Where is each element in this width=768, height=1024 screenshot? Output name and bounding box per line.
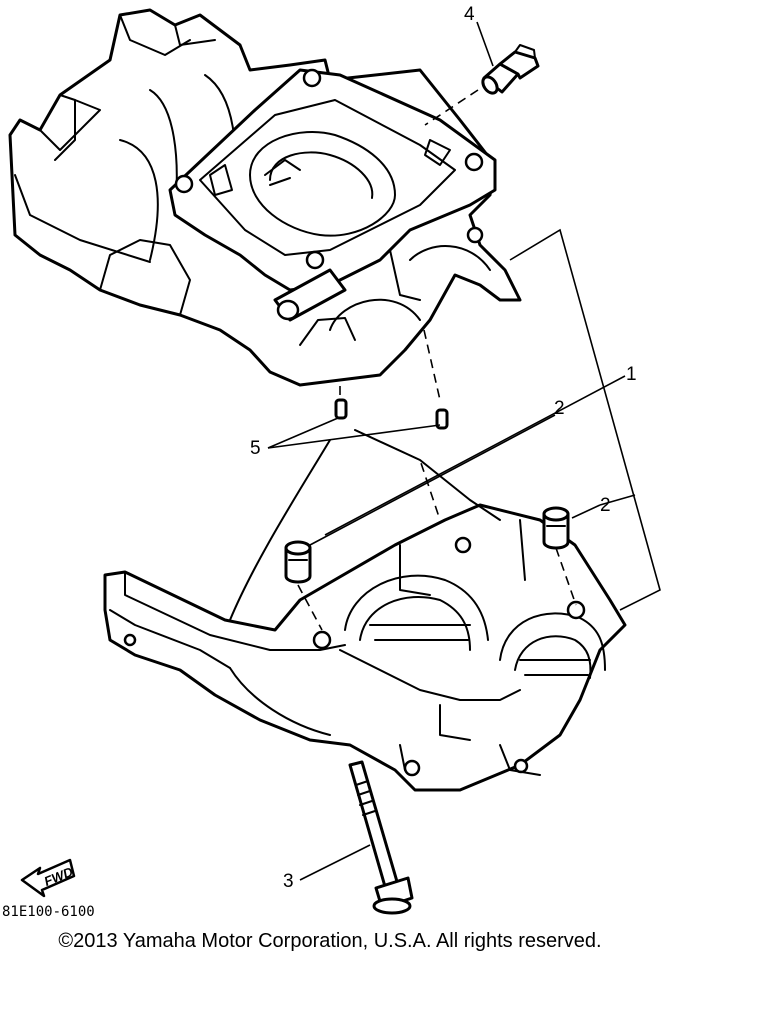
leader-lines	[229, 21, 661, 881]
long-bolt	[348, 760, 414, 915]
nipple-fitting	[481, 44, 540, 95]
lower-crankcase	[103, 503, 627, 792]
callout-2-upper: 2	[554, 398, 565, 419]
dowel-pin-left	[284, 540, 312, 584]
knock-pin-right	[435, 408, 449, 430]
callout-4: 4	[464, 4, 475, 25]
callout-2-right: 2	[600, 495, 611, 516]
dowel-pin-right	[542, 506, 570, 550]
callout-5: 5	[250, 438, 261, 459]
callout-3: 3	[283, 871, 294, 892]
part-code: 81E100-6100	[2, 904, 95, 920]
copyright-notice: ©2013 Yamaha Motor Corporation, U.S.A. A…	[58, 930, 602, 952]
upper-crankcase	[8, 8, 522, 387]
callout-1: 1	[626, 364, 637, 385]
knock-pin-left	[334, 398, 348, 420]
forward-arrow-icon: FWD	[20, 858, 76, 898]
forward-label: FWD	[42, 864, 76, 889]
